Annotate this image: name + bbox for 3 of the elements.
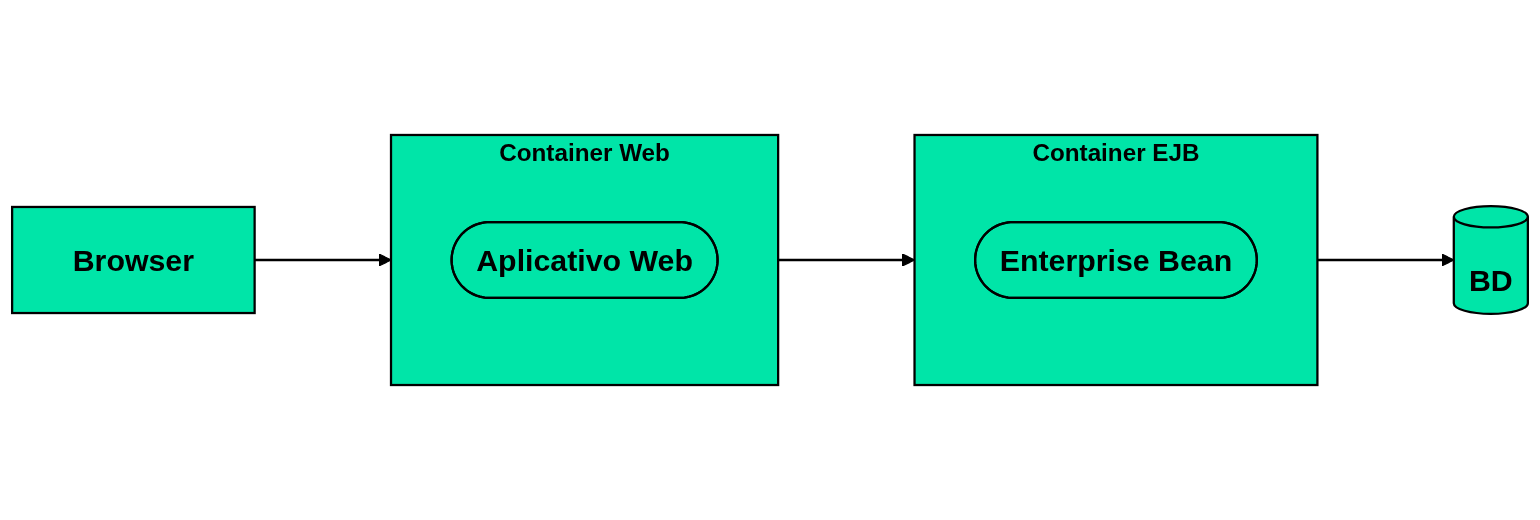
arrow — [1317, 253, 1455, 267]
arrow — [254, 253, 392, 267]
node-box: Browser — [11, 205, 256, 315]
